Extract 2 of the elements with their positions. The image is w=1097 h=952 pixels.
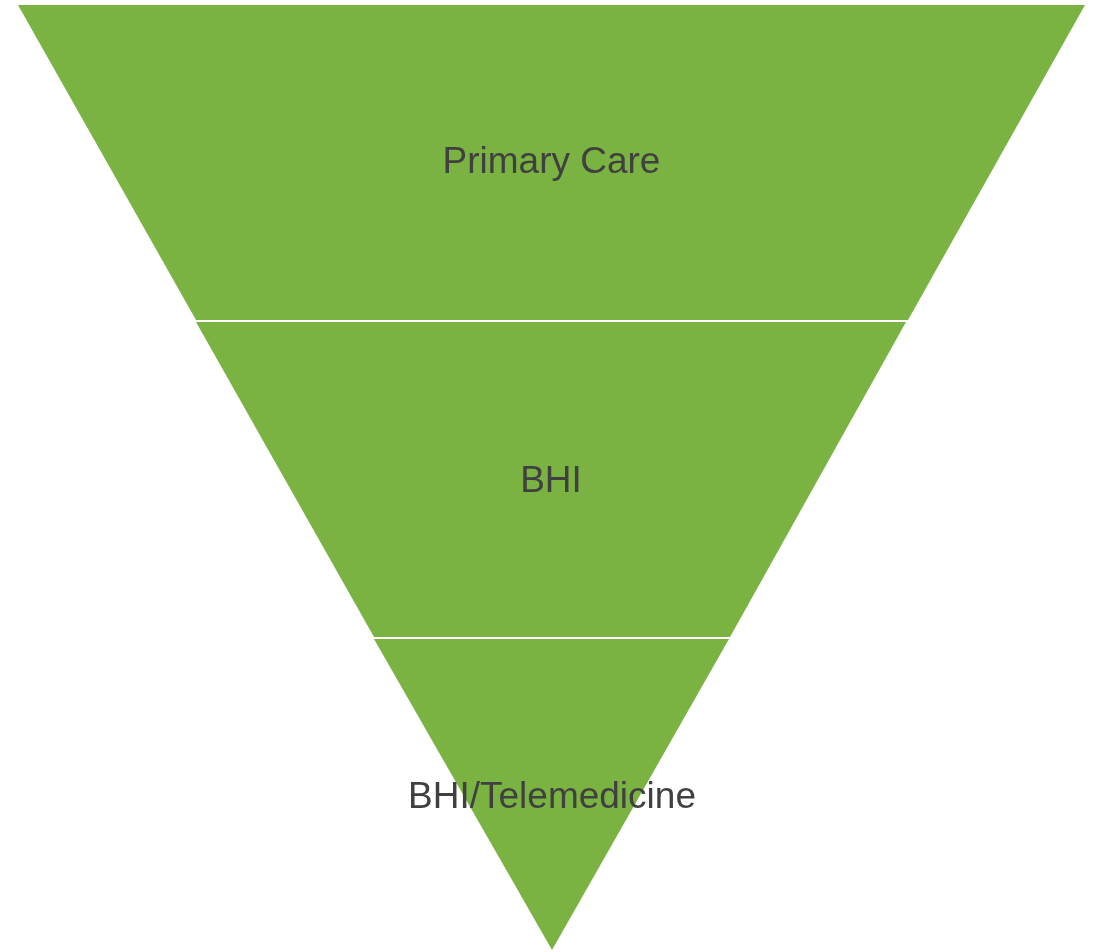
segment-label: Primary Care [442,139,661,183]
segment-label: BHI [520,458,582,502]
